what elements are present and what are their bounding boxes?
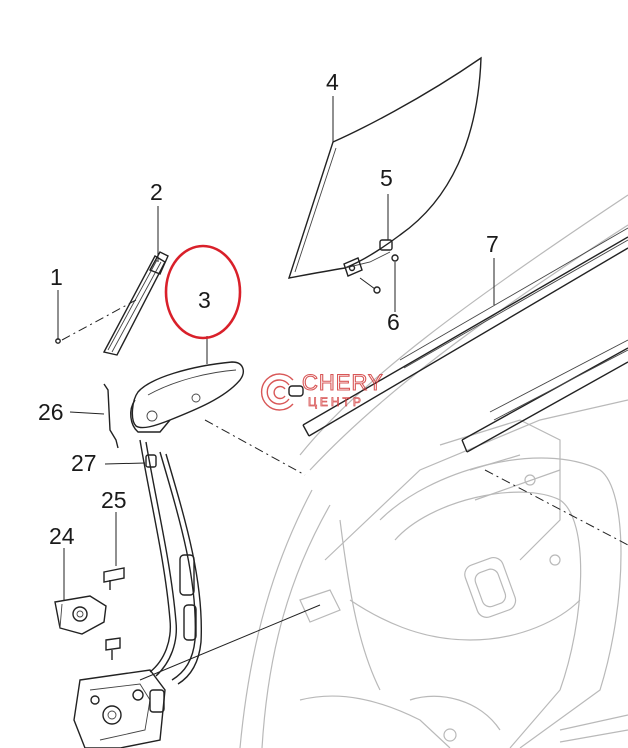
screw-25 (103, 567, 125, 660)
glass-bolt-6 (359, 254, 399, 294)
belt-weatherstrip (302, 227, 628, 453)
callout-labels: 1 2 3 4 5 6 7 24 25 26 27 (38, 69, 499, 549)
callout-6: 6 (387, 309, 400, 335)
leader-lines (55, 96, 628, 681)
callout-2: 2 (150, 179, 163, 205)
watermark-sub: ЦЕНТР (308, 395, 364, 409)
callout-5: 5 (380, 165, 393, 191)
callout-3: 3 (198, 287, 211, 313)
callout-24: 24 (49, 523, 75, 549)
outside-door-handle (130, 361, 244, 433)
callout-27: 27 (71, 450, 97, 476)
watermark-c-icon (260, 373, 294, 411)
glass-clip-5 (343, 239, 393, 277)
lock-rod-26 (103, 383, 119, 449)
release-cable-27 (139, 439, 203, 685)
callout-25: 25 (101, 487, 127, 513)
chery-watermark: CHERY ЦЕНТР (260, 369, 384, 411)
handle-clip (288, 385, 304, 397)
door-body-outline (239, 194, 628, 748)
callout-26: 26 (38, 399, 64, 425)
door-latch-assembly (73, 669, 166, 748)
front-glass-channel (102, 251, 169, 356)
highlight-ellipse (164, 244, 242, 340)
callout-4: 4 (326, 69, 339, 95)
watermark-brand: CHERY (302, 370, 384, 395)
callout-1: 1 (50, 264, 63, 290)
bracket-24 (54, 595, 107, 635)
callout-7: 7 (486, 231, 499, 257)
